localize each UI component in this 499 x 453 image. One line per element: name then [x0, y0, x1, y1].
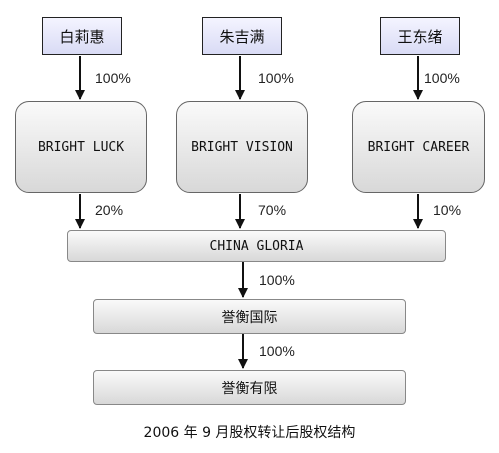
holding-company-name: CHINA GLORIA — [209, 238, 304, 254]
stake-label-3-target: 10% — [433, 202, 462, 218]
company-name-1: BRIGHT LUCK — [37, 139, 125, 155]
shareholder-name-1: 白莉惠 — [59, 27, 105, 46]
company-box-3: BRIGHT CAREER — [352, 101, 485, 193]
shareholder-box-2: 朱吉满 — [202, 17, 282, 55]
stake-label-holding-to-intl: 100% — [259, 272, 295, 288]
holding-company-box: CHINA GLORIA — [67, 230, 446, 262]
diagram-caption: 2006 年 9 月股权转让后股权结构 — [143, 425, 356, 441]
ltd-company-name: 誉衡有限 — [221, 380, 278, 397]
company-name-3: BRIGHT CAREER — [367, 139, 470, 155]
stake-label-2-target: 70% — [258, 202, 287, 218]
company-name-2: BRIGHT VISION — [191, 139, 293, 155]
stake-label-1-company: 100% — [95, 70, 131, 86]
stake-label-3-company: 100% — [424, 70, 460, 86]
intl-company-name: 誉衡国际 — [221, 309, 278, 326]
company-box-1: BRIGHT LUCK — [15, 101, 147, 193]
intl-company-box: 誉衡国际 — [93, 299, 406, 334]
ltd-company-box: 誉衡有限 — [93, 370, 406, 405]
shareholder-box-3: 王东绪 — [380, 17, 460, 55]
stake-label-1-target: 20% — [95, 202, 124, 218]
shareholder-box-1: 白莉惠 — [42, 17, 122, 55]
stake-label-2-company: 100% — [258, 70, 294, 86]
stake-label-intl-to-ltd: 100% — [259, 343, 295, 359]
shareholder-name-3: 王东绪 — [397, 27, 443, 46]
company-box-2: BRIGHT VISION — [176, 101, 308, 193]
shareholder-name-2: 朱吉满 — [219, 27, 265, 46]
